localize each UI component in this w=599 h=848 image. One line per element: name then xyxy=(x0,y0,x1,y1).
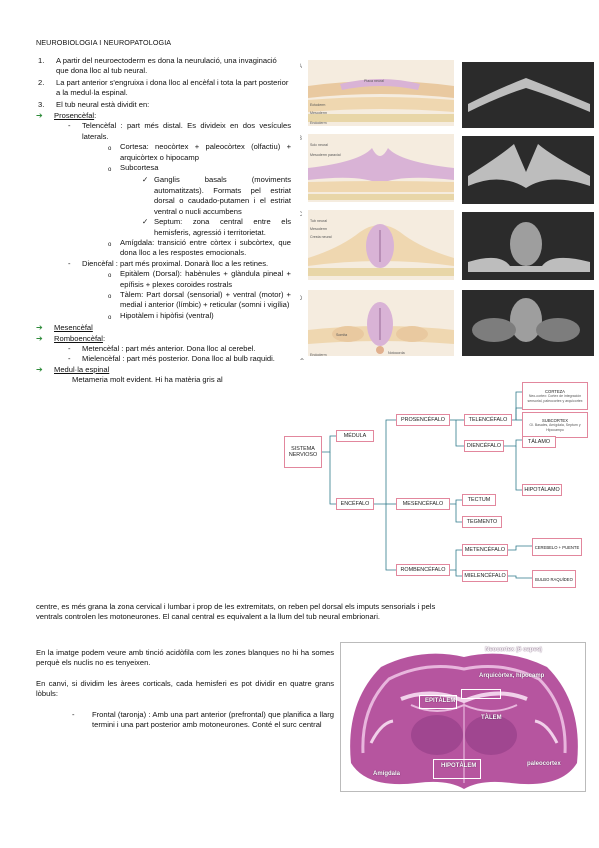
bullet-metencefal: -Metencèfal : part més anterior. Dona ll… xyxy=(68,343,256,353)
box-prosencefalo: PROSENCÉFALO xyxy=(396,414,450,426)
fig-letter-c: C xyxy=(300,212,303,218)
svg-text:Mesoderm: Mesoderm xyxy=(310,111,327,115)
box-tegmento: TEGMENTO xyxy=(462,516,502,528)
box-corteza: CORTEZA Neo-cortex: Cortex de integració… xyxy=(522,382,588,410)
bullet-ganglis: ✓Ganglis basals (moviments automatitzats… xyxy=(142,175,291,216)
drawing-b: Solc neural Mesoderm paraxial xyxy=(308,134,454,202)
hipotalem-frame xyxy=(433,759,481,779)
fig-letter-b: B xyxy=(300,136,302,142)
page-header: NEUROBIOLOGIA I NEUROPATOLOGIA xyxy=(36,38,172,47)
label-amigdala: Amígdala xyxy=(373,771,401,777)
nervous-system-diagram: SISTEMA NERVIOSO MÉDULA ENCÉFALO PROSENC… xyxy=(282,380,594,590)
bullet-frontal: -Frontal (taronja) : Amb una part anteri… xyxy=(72,709,334,730)
lower-text: En la imatge podem veure amb tinció acid… xyxy=(36,648,334,730)
box-mesencefalo: MESENCÉFALO xyxy=(396,498,450,510)
hipocamp-frame xyxy=(461,689,501,699)
section-medulla: ➔ Medul·la espinal xyxy=(36,364,110,374)
label-talem: TÀLEM xyxy=(481,715,502,721)
box-diencefalo: DIENCÉFALO xyxy=(464,440,504,452)
medulla-line1: Metameria molt evident. Hi ha matèria gr… xyxy=(72,375,223,385)
box-bulbo: BULBO RAQUÍDEO xyxy=(532,570,576,588)
box-medula: MÉDULA xyxy=(336,430,374,442)
box-talamo: TÁLAMO xyxy=(522,436,556,448)
arrow-icon: ➔ xyxy=(36,111,43,121)
svg-text:Endoderm: Endoderm xyxy=(310,121,327,125)
bullet-telencefal: -Telencèfal : part més distal. Es divide… xyxy=(68,121,291,141)
box-tectum: TECTUM xyxy=(462,494,496,506)
epitalem-frame xyxy=(419,695,457,709)
label-paleocortex: paleocortex xyxy=(527,761,561,767)
svg-text:Mesoderm paraxial: Mesoderm paraxial xyxy=(310,153,341,157)
check-icon: ✓ xyxy=(142,175,149,185)
svg-text:Ectoderm: Ectoderm xyxy=(310,103,325,107)
label-neocortex: Neocortex (6 capes) xyxy=(485,647,543,653)
micrograph-b xyxy=(462,136,594,204)
list-item: 1. A partir del neuroectoderm es dona la… xyxy=(38,56,277,76)
svg-text:Tub neural: Tub neural xyxy=(310,219,327,223)
list-item: 3. El tub neural està dividit en: xyxy=(38,99,150,109)
micrograph-c xyxy=(462,212,594,280)
arrow-icon: ➔ xyxy=(36,333,43,343)
label-hipotalem: HIPOTÀLEM xyxy=(441,763,477,769)
section-mesencefal: ➔ Mesencèfal xyxy=(36,323,93,333)
svg-text:Endoderm: Endoderm xyxy=(310,353,327,357)
box-rombencefalo: ROMBENCÉFALO xyxy=(396,564,450,576)
arrow-icon: ➔ xyxy=(36,323,43,333)
figure-caption-fragment: nce xyxy=(300,358,304,360)
box-sistema-nervioso: SISTEMA NERVIOSO xyxy=(284,436,322,468)
bullet-septum: ✓Septum: zona central entre els hemisfer… xyxy=(142,217,291,237)
box-mielencefalo: MIELENCÉFALO xyxy=(462,570,508,582)
check-icon: ✓ xyxy=(142,217,149,227)
paragraph-lobes: En canvi, si dividim les àrees corticals… xyxy=(36,678,334,699)
arrow-icon: ➔ xyxy=(36,364,43,374)
notes-column: 1. A partir del neuroectoderm es dona la… xyxy=(36,56,291,386)
label-arquicortex: Arquicòrtex, hipocamp xyxy=(479,673,545,679)
medulla-line3: ventrals controlen les motoneurones. El … xyxy=(36,612,381,621)
bullet-diencefal: -Diencèfal : part més proximal. Donarà l… xyxy=(68,258,269,268)
box-cerebelo: CEREBELO + PUENTE xyxy=(532,538,582,556)
box-metencefalo: METENCÉFALO xyxy=(462,544,508,556)
drawing-d: Somita Notocorda Endoderm xyxy=(308,290,454,357)
brain-histology-image: Neocortex (6 capes) Arquicòrtex, hipocam… xyxy=(340,642,586,792)
neurulation-figure: A Placa neural Ectoderm Mesoderm Endoder… xyxy=(300,60,594,360)
box-hipotalamo: HIPOTÁLAMO xyxy=(522,484,562,496)
bullet-mielencefal: -Mielencèfal : part més posterior. Dona … xyxy=(68,354,275,364)
fig-letter-a: A xyxy=(300,64,302,70)
svg-text:Mesoderm: Mesoderm xyxy=(310,227,327,231)
svg-text:Placa neural: Placa neural xyxy=(364,79,384,83)
svg-text:Somita: Somita xyxy=(336,333,347,337)
box-telencefalo: TELENCÉFALO xyxy=(464,414,512,426)
section-romboencefal: ➔ Romboencèfal: xyxy=(36,333,106,343)
drawing-a: Placa neural Ectoderm Mesoderm Endoderm xyxy=(308,60,454,126)
label-epitalem: EPITÀLEM xyxy=(425,698,456,704)
fig-letter-d: D xyxy=(300,296,303,302)
box-subcortex: SUBCORTEX Gl. Basales, Amígdala, Septum … xyxy=(522,412,588,438)
box-encefalo: ENCÉFALO xyxy=(336,498,374,510)
micrograph-a xyxy=(462,62,594,128)
svg-text:Cresta neural: Cresta neural xyxy=(310,235,332,239)
micrograph-d xyxy=(462,290,594,356)
diagram-connectors xyxy=(322,391,532,579)
section-prosencefal: ➔ Prosencèfal: xyxy=(36,111,97,121)
svg-text:Solc neural: Solc neural xyxy=(310,143,328,147)
medulla-line2: centre, es més grana la zona cervical i … xyxy=(36,602,436,611)
svg-text:Notocorda: Notocorda xyxy=(388,351,405,355)
list-item: 2. La part anterior s'engruixa i dona ll… xyxy=(38,77,289,98)
paragraph-histology: En la imatge podem veure amb tinció acid… xyxy=(36,648,334,668)
brain-section-drawing xyxy=(341,643,585,791)
drawing-c: Tub neural Mesoderm Cresta neural xyxy=(308,210,454,280)
